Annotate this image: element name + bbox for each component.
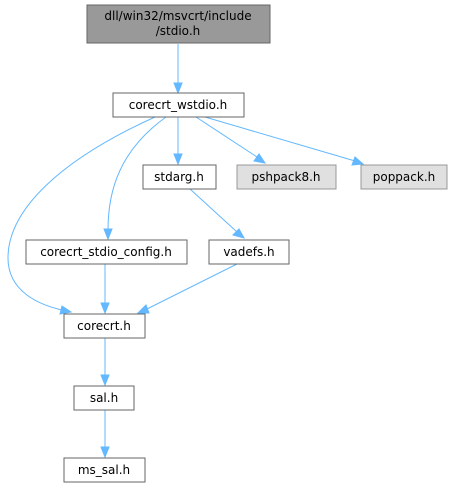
edge-stdarg-to-vadefs [189,188,238,233]
arrowhead [103,228,113,241]
edge-wstdio-to-corecrt-stdio-config [107,116,167,231]
node-box [142,164,217,190]
node-sal-h[interactable]: sal.h [73,385,135,411]
node-box [208,239,290,265]
arrowhead [173,82,183,95]
edge-wstdio-to-pshpack8 [195,116,258,158]
arrowhead [136,304,150,314]
arrowhead [351,156,365,166]
node-vadefs-h[interactable]: vadefs.h [208,239,290,265]
node-box [63,313,146,339]
edge-wstdio-to-poppack [204,116,356,162]
node-label: pshpack8.h [251,170,320,184]
node-label: stdarg.h [154,170,204,184]
arrowhead [253,153,267,164]
node-label-line2: /stdio.h [156,24,201,38]
node-label: corecrt.h [77,319,131,333]
node-box [236,164,337,190]
node-label-line1: dll/win32/msvcrt/include [104,9,251,23]
node-label: vadefs.h [223,245,274,259]
node-label: sal.h [90,391,118,405]
edges [7,44,365,459]
node-stdarg-h[interactable]: stdarg.h [142,164,217,190]
arrowhead [100,446,110,459]
node-label: corecrt_wstdio.h [129,98,228,112]
node-label: corecrt_stdio_config.h [40,245,172,259]
edge-vadefs-to-corecrt [146,263,238,310]
node-stdio-h[interactable]: dll/win32/msvcrt/include /stdio.h [86,4,271,44]
node-corecrt-h[interactable]: corecrt.h [63,313,146,339]
arrowhead [100,302,110,315]
node-pshpack8-h[interactable]: pshpack8.h [236,164,337,190]
node-corecrt-stdio-config-h[interactable]: corecrt_stdio_config.h [25,239,188,265]
node-corecrt-wstdio-h[interactable]: corecrt_wstdio.h [112,92,245,118]
node-box [86,4,271,44]
node-ms-sal-h[interactable]: ms_sal.h [63,457,146,483]
node-box [73,385,135,411]
arrowhead [100,374,110,387]
node-box [360,164,448,190]
node-label: poppack.h [373,170,436,184]
node-box [25,239,188,265]
arrowhead [173,153,183,166]
node-box [112,92,245,118]
arrowhead [232,228,246,239]
arrowhead [59,305,73,315]
node-label: ms_sal.h [78,463,130,477]
node-poppack-h[interactable]: poppack.h [360,164,448,190]
node-box [63,457,146,483]
edge-wstdio-to-corecrt [7,116,156,311]
